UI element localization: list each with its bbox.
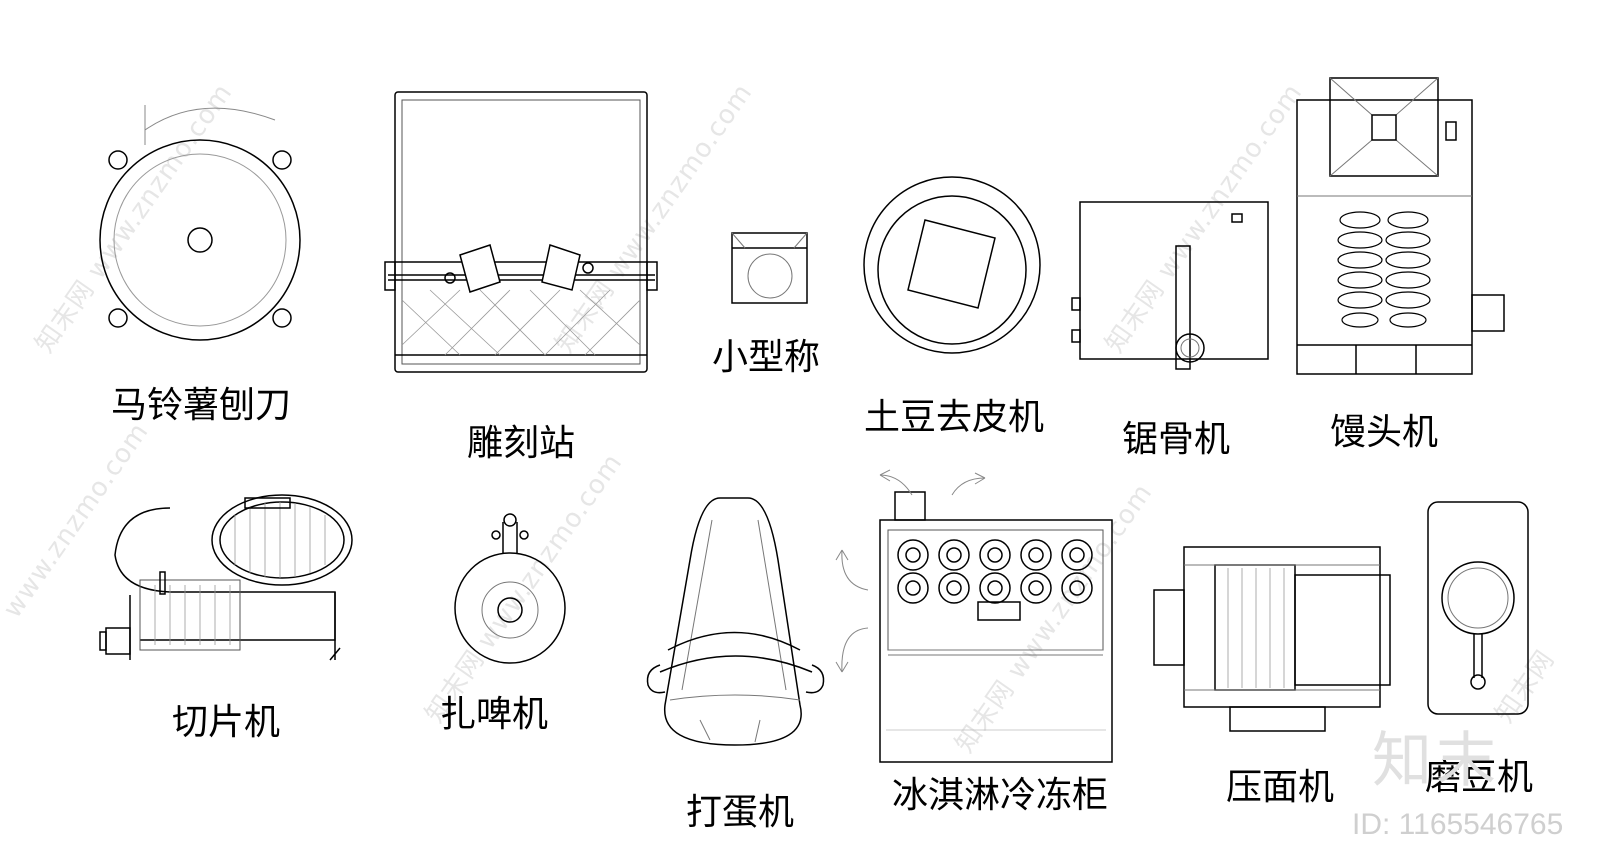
potato-slicer-drawing [100, 105, 300, 340]
label-potato-peeler: 土豆去皮机 [864, 397, 1045, 438]
mantou-machine-drawing [1297, 78, 1504, 374]
label-mantou-machine: 馒头机 [1330, 412, 1439, 453]
image-id-watermark: ID: 1165546765 [1352, 808, 1564, 841]
carving-station-drawing [385, 92, 657, 372]
egg-beater-drawing [648, 498, 824, 745]
label-meat-slicer: 切片机 [172, 702, 281, 743]
label-carving-station: 雕刻站 [467, 423, 576, 464]
meat-slicer-drawing [100, 495, 352, 660]
label-potato-slicer: 马铃薯刨刀 [111, 385, 292, 426]
noodle-press-drawing [1154, 547, 1390, 731]
potato-peeler-drawing [864, 177, 1040, 353]
label-beer-tap: 扎啤机 [440, 694, 549, 735]
brand-logo-watermark: 知末 [1372, 726, 1500, 796]
label-ice-cream-freezer: 冰淇淋冷冻柜 [892, 775, 1109, 816]
ice-cream-freezer-drawing [836, 470, 1112, 762]
label-noodle-press: 压面机 [1226, 767, 1335, 808]
beer-tap-drawing [455, 514, 565, 663]
label-bean-machine: 磨豆机 [1425, 757, 1534, 798]
label-small-scale: 小型称 [712, 337, 821, 378]
bean-machine-drawing [1428, 502, 1528, 714]
label-bone-saw: 锯骨机 [1122, 419, 1231, 460]
label-egg-beater: 打蛋机 [686, 792, 795, 833]
bone-saw-drawing [1072, 202, 1268, 369]
small-scale-drawing [732, 233, 807, 303]
